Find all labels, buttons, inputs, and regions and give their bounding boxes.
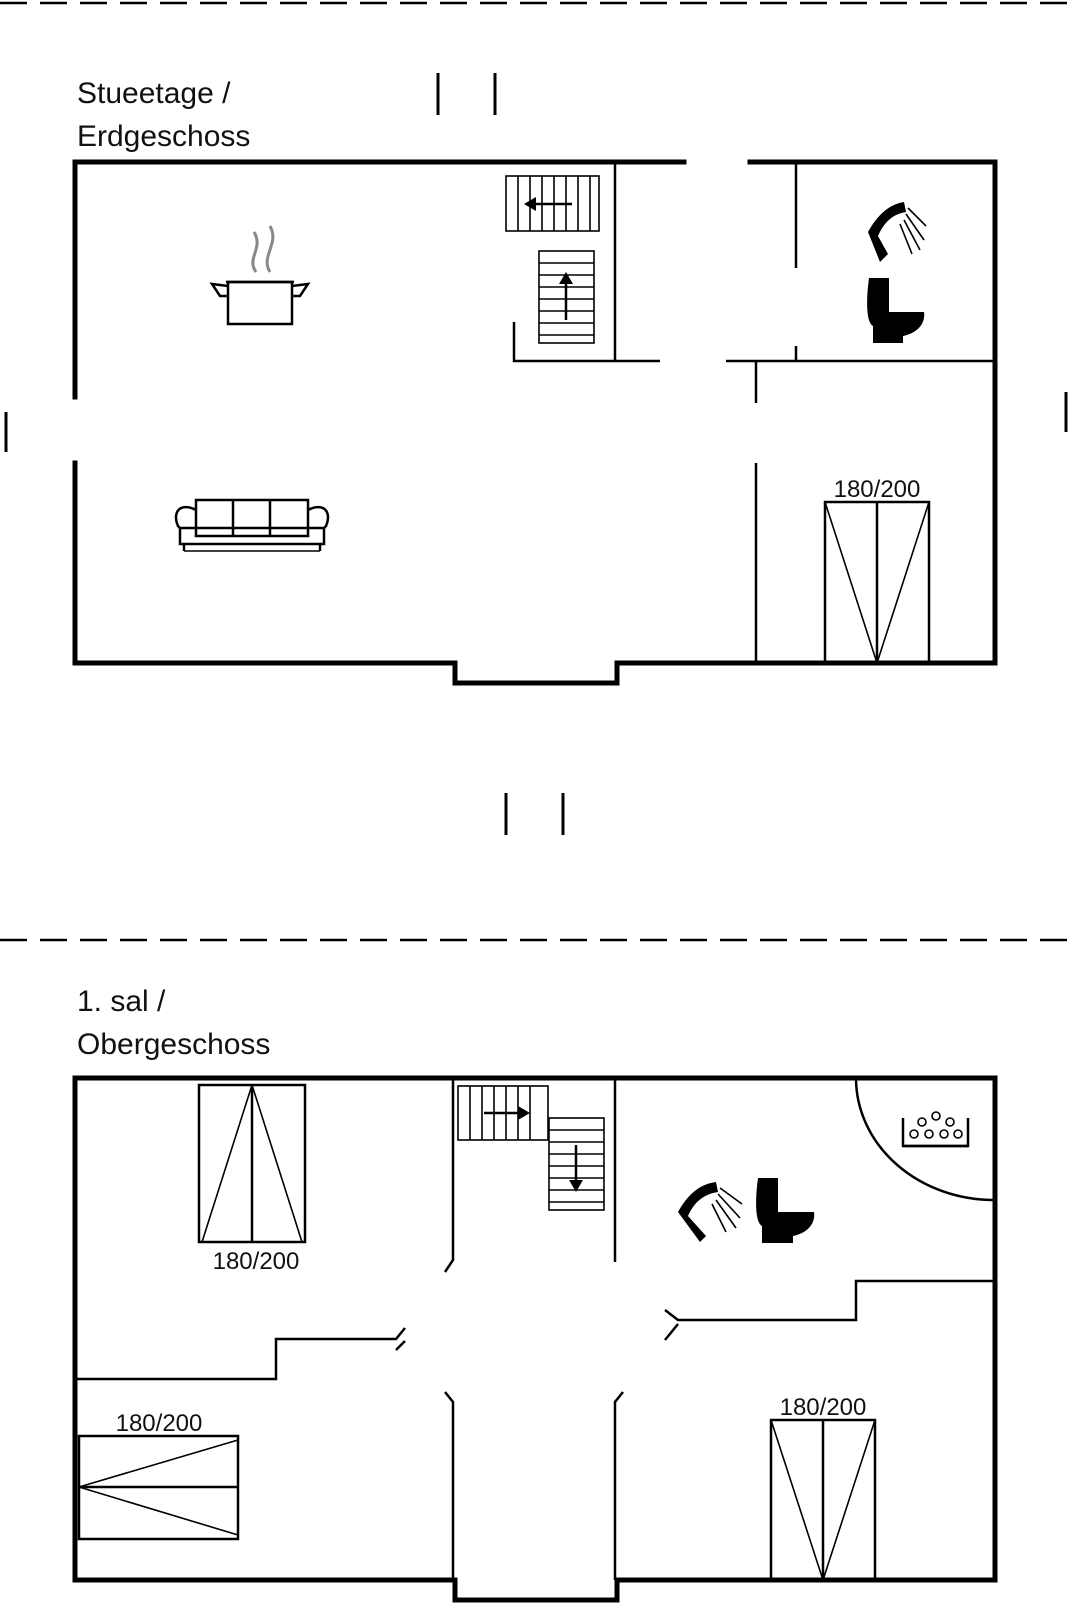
bed-size-label: 180/200 (834, 476, 921, 503)
double-bed-icon: 180/200 (823, 476, 931, 665)
bed-size-label: 180/200 (213, 1248, 300, 1275)
sofa-icon (174, 498, 330, 552)
ground-floor-label-line1: Stueetage / (77, 77, 231, 110)
stairs-icon (457, 1085, 605, 1211)
exterior-wall (72, 159, 998, 686)
interior-wall (512, 162, 995, 663)
whirlpool-icon (901, 1111, 970, 1148)
cooking-pot-icon (209, 225, 311, 326)
whirlpool-area-wall (854, 1077, 996, 1202)
first-floor-label-line1: 1. sal / (77, 985, 166, 1018)
toilet-icon (756, 1178, 815, 1243)
ground-floor-label-line2: Erdgeschoss (77, 120, 250, 153)
ground-floor-plan: Stueetage / Erdgeschoss (4, 73, 1068, 835)
first-floor-label-line2: Obergeschoss (77, 1028, 270, 1061)
first-floor-plan: 1. sal / Obergeschoss (72, 985, 998, 1603)
exterior-wall (72, 1075, 998, 1603)
double-bed-icon: 180/200 (769, 1394, 877, 1582)
bed-size-label: 180/200 (780, 1394, 867, 1421)
interior-wall (75, 1078, 995, 1580)
shower-icon (678, 1182, 743, 1242)
stairs-icon (505, 175, 600, 344)
bed-size-label: 180/200 (116, 1410, 203, 1437)
toilet-icon (867, 278, 925, 343)
double-bed-icon: 180/200 (77, 1410, 240, 1541)
double-bed-icon: 180/200 (197, 1083, 307, 1275)
shower-icon (868, 202, 927, 262)
